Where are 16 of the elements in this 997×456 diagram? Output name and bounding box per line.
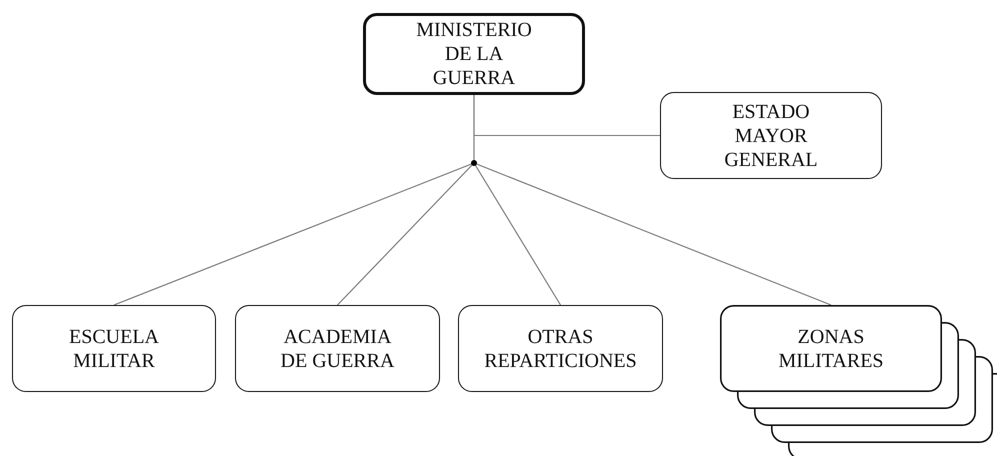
stacked-boxes <box>720 305 997 456</box>
connector-line <box>474 162 561 306</box>
box-label: MINISTERIO DE LA GUERRA <box>415 18 533 90</box>
connector-line <box>473 95 660 136</box>
junction-dot <box>471 160 477 166</box>
org-box <box>660 92 882 179</box>
org-box <box>458 305 663 392</box>
box-label: ACADEMIA DE GUERRA <box>280 324 396 372</box>
box-label: ESTADO MAYOR GENERAL <box>723 100 819 172</box>
connector-line <box>337 162 474 306</box>
org-box <box>235 305 440 392</box>
box-label: OTRAS REPARTICIONES <box>483 324 638 372</box>
box-label: ZONAS MILITARES <box>777 324 885 372</box>
org-box <box>363 13 585 95</box>
box-label: ESCUELA MILITAR <box>68 324 160 372</box>
org-box <box>12 305 216 392</box>
